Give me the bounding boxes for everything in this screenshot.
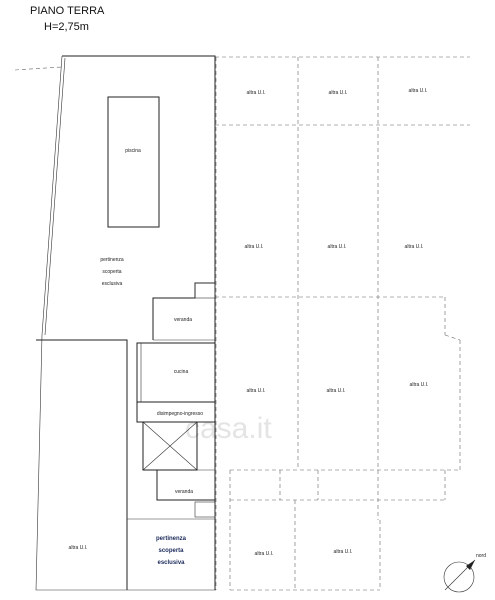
plan-title: PIANO TERRA — [30, 5, 105, 17]
pool-label: piscina — [125, 148, 141, 154]
other-unit-label: altra U.I. — [247, 90, 266, 96]
veranda-top-label: veranda — [174, 317, 192, 323]
other-unit-label: altra U.I. — [334, 549, 353, 555]
pertinenza-label-2: scoperta — [102, 269, 121, 275]
other-unit-label: altra U.I. — [409, 88, 428, 94]
building: veranda cucina disimpegno-ingresso veran… — [126, 282, 216, 590]
pertinenza-bottom-label-1: pertinenza — [156, 536, 187, 542]
other-unit-label: altra U.I. — [247, 388, 266, 394]
dashed-boundaries — [14, 56, 470, 591]
pertinenza-label-1: pertinenza — [100, 257, 124, 263]
other-unit-label: altra U.I. — [327, 388, 346, 394]
kitchen-label: cucina — [174, 369, 189, 375]
disimpegno-label: disimpegno-ingresso — [157, 411, 203, 417]
watermark: casa.it — [185, 412, 272, 445]
plan-height: H=2,75m — [44, 21, 89, 33]
pertinenza-bottom-label-3: esclusiva — [157, 560, 185, 566]
other-unit-label: altra U.I. — [405, 244, 424, 250]
other-units: altra U.I. altra U.I. altra U.I. altra U… — [69, 88, 429, 557]
other-unit-label: altra U.I. — [410, 382, 429, 388]
north-label: nord — [476, 553, 486, 559]
other-unit-label: altra U.I. — [69, 545, 88, 551]
pool: piscina — [107, 96, 160, 228]
pertinenza-label-3: esclusiva — [102, 281, 123, 287]
other-unit-label: altra U.I. — [255, 551, 274, 557]
property-outline — [35, 55, 216, 591]
pertinenza-bottom-label-2: scoperta — [158, 548, 184, 554]
north-compass: nord — [443, 553, 486, 593]
other-unit-label: altra U.I. — [328, 244, 347, 250]
other-unit-label: altra U.I. — [329, 90, 348, 96]
other-unit-label: altra U.I. — [245, 244, 264, 250]
veranda-bottom-label: veranda — [175, 489, 193, 495]
